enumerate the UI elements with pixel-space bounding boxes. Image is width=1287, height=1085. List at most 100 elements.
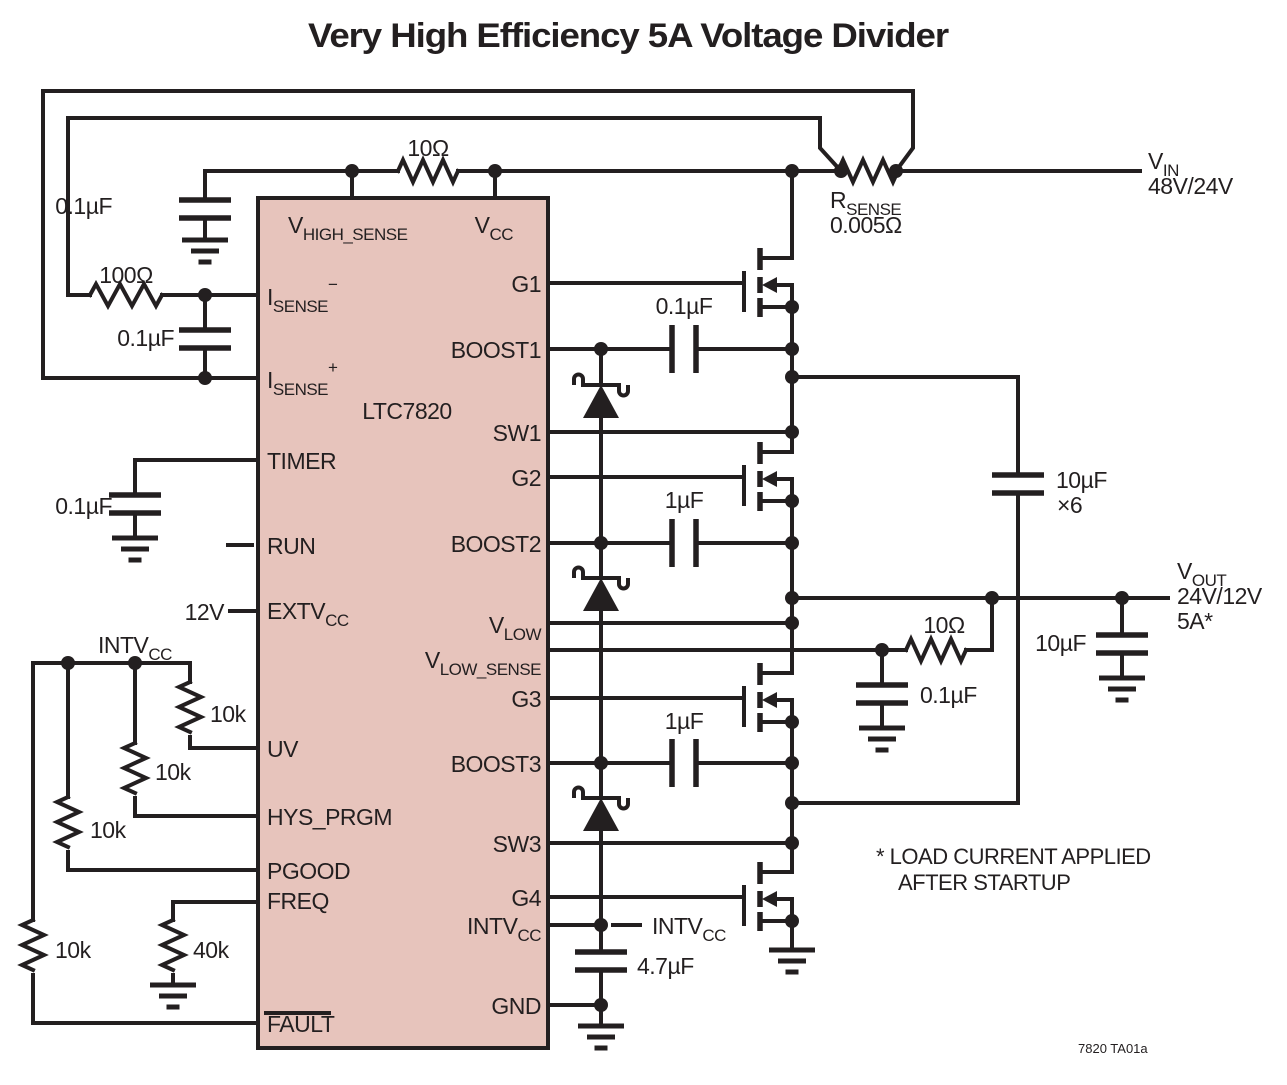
resistor-rsense bbox=[835, 155, 901, 187]
labels: Very High Efficiency 5A Voltage Divider … bbox=[55, 17, 1263, 1056]
net-vout-value: 24V/12V bbox=[1177, 583, 1263, 609]
resistor-10k-uv-mid bbox=[119, 740, 151, 796]
cap-vhigh-decouple bbox=[179, 197, 231, 221]
label-cap-output: 10µF bbox=[1035, 630, 1086, 656]
label-cap-vhigh: 0.1µF bbox=[55, 193, 112, 219]
pin-run: RUN bbox=[267, 533, 315, 559]
net-intvcc-rail: INTVCC bbox=[98, 632, 172, 664]
ground-icon bbox=[859, 728, 905, 750]
figure-id: 7820 TA01a bbox=[1078, 1041, 1148, 1056]
cap-output bbox=[1096, 632, 1148, 656]
label-extvcc-source: 12V bbox=[185, 599, 226, 625]
mosfet-m2 bbox=[742, 442, 794, 511]
note-line2: AFTER STARTUP bbox=[898, 870, 1070, 895]
label-cap-flying-count: ×6 bbox=[1057, 492, 1082, 518]
ground-icon bbox=[150, 985, 196, 1007]
net-vout: VOUT bbox=[1177, 558, 1226, 590]
cap-vlow-sense bbox=[856, 682, 908, 706]
label-cap-boost1: 0.1µF bbox=[656, 293, 713, 319]
junction-dots bbox=[61, 164, 1129, 1012]
label-cap-boost3: 1µF bbox=[665, 708, 704, 734]
resistor-10ohm-vcc bbox=[395, 155, 461, 187]
label-resistor-100ohm: 100Ω bbox=[99, 262, 153, 288]
resistor-10ohm-vlow-sense bbox=[903, 634, 969, 666]
schottky-diode-d1 bbox=[572, 372, 630, 418]
pin-sw3: SW3 bbox=[493, 831, 541, 857]
ground-icon bbox=[182, 240, 228, 262]
wires bbox=[31, 89, 1170, 1028]
pin-g1: G1 bbox=[511, 271, 541, 297]
pin-boost3: BOOST3 bbox=[451, 751, 541, 777]
label-cap-vlow-sense: 0.1µF bbox=[920, 682, 977, 708]
pin-g3: G3 bbox=[511, 686, 541, 712]
pin-extvcc: EXTVCC bbox=[267, 598, 349, 630]
label-cap-timer: 0.1µF bbox=[55, 493, 112, 519]
label-resistor-10k-uv-bot: 10k bbox=[90, 817, 127, 843]
label-resistor-10ohm-vcc: 10Ω bbox=[407, 135, 449, 161]
pin-isense-plus: ISENSE+ bbox=[267, 358, 338, 399]
label-resistor-10k-fault: 10k bbox=[55, 937, 92, 963]
mosfet-m4 bbox=[742, 862, 794, 931]
cap-boost2 bbox=[669, 519, 699, 567]
label-cap-boost2: 1µF bbox=[665, 487, 704, 513]
pin-freq: FREQ bbox=[267, 888, 329, 914]
boost-diodes bbox=[572, 372, 630, 831]
pin-g2: G2 bbox=[511, 465, 541, 491]
pin-boost2: BOOST2 bbox=[451, 531, 541, 557]
resistor-10k-fault bbox=[17, 917, 49, 973]
label-resistor-10k-uv-top: 10k bbox=[210, 701, 247, 727]
net-vin-value: 48V/24V bbox=[1148, 173, 1234, 199]
resistor-10k-uv-bot bbox=[52, 794, 84, 850]
pin-fault: FAULT bbox=[267, 1011, 335, 1037]
label-cap-isense: 0.1µF bbox=[117, 325, 174, 351]
ground-icon bbox=[112, 538, 158, 560]
resistor-40k-freq bbox=[157, 917, 189, 973]
pin-vcc: VCC bbox=[475, 212, 514, 244]
schottky-diode-d2 bbox=[572, 565, 630, 611]
pin-gnd: GND bbox=[491, 993, 541, 1019]
resistors bbox=[17, 155, 969, 973]
pin-timer: TIMER bbox=[267, 448, 336, 474]
pin-sw1: SW1 bbox=[493, 420, 541, 446]
label-rsense-value: 0.005Ω bbox=[830, 212, 902, 238]
cap-boost3 bbox=[669, 739, 699, 787]
mosfet-m3 bbox=[742, 663, 794, 732]
label-cap-flying: 10µF bbox=[1056, 467, 1107, 493]
cap-intvcc bbox=[575, 949, 627, 973]
label-resistor-10k-uv-mid: 10k bbox=[155, 759, 192, 785]
label-cap-intvcc: 4.7µF bbox=[637, 953, 694, 979]
ic-ltc7820: LTC7820 VHIGH_SENSE ISENSE− ISENSE+ TIME… bbox=[256, 196, 550, 1050]
label-resistor-40k-freq: 40k bbox=[193, 937, 230, 963]
pin-uv: UV bbox=[267, 736, 299, 762]
cap-boost1 bbox=[669, 325, 699, 373]
cap-isense-filter bbox=[179, 327, 231, 351]
resistor-10k-uv-top bbox=[174, 679, 206, 735]
pin-isense-minus: ISENSE− bbox=[267, 275, 338, 316]
ground-icon bbox=[578, 1026, 624, 1048]
pin-pgood: PGOOD bbox=[267, 858, 350, 884]
pin-vlow-sense: VLOW_SENSE bbox=[425, 647, 541, 679]
net-intvcc: INTVCC bbox=[652, 913, 726, 945]
note-line1: * LOAD CURRENT APPLIED bbox=[876, 844, 1151, 869]
ground-icon bbox=[769, 950, 815, 972]
resistor-100ohm bbox=[87, 279, 165, 311]
pin-vhigh-sense: VHIGH_SENSE bbox=[288, 212, 408, 244]
schottky-diode-d3 bbox=[572, 785, 630, 831]
ic-body bbox=[256, 196, 550, 1050]
ground-icon bbox=[1099, 678, 1145, 700]
capacitors bbox=[109, 197, 1148, 973]
pin-g4: G4 bbox=[511, 885, 541, 911]
pin-vlow: VLOW bbox=[489, 612, 542, 644]
net-vin: VIN bbox=[1148, 148, 1179, 180]
mosfet-m1 bbox=[742, 248, 794, 317]
net-vout-load: 5A* bbox=[1177, 608, 1213, 634]
cap-timer bbox=[109, 492, 161, 516]
ic-part-number: LTC7820 bbox=[362, 398, 451, 424]
pin-hys-prgm: HYS_PRGM bbox=[267, 804, 392, 830]
pin-boost1: BOOST1 bbox=[451, 337, 541, 363]
cap-flying bbox=[992, 472, 1044, 496]
label-resistor-10ohm-vlow-sense: 10Ω bbox=[923, 612, 965, 638]
pin-intvcc: INTVCC bbox=[467, 913, 541, 945]
